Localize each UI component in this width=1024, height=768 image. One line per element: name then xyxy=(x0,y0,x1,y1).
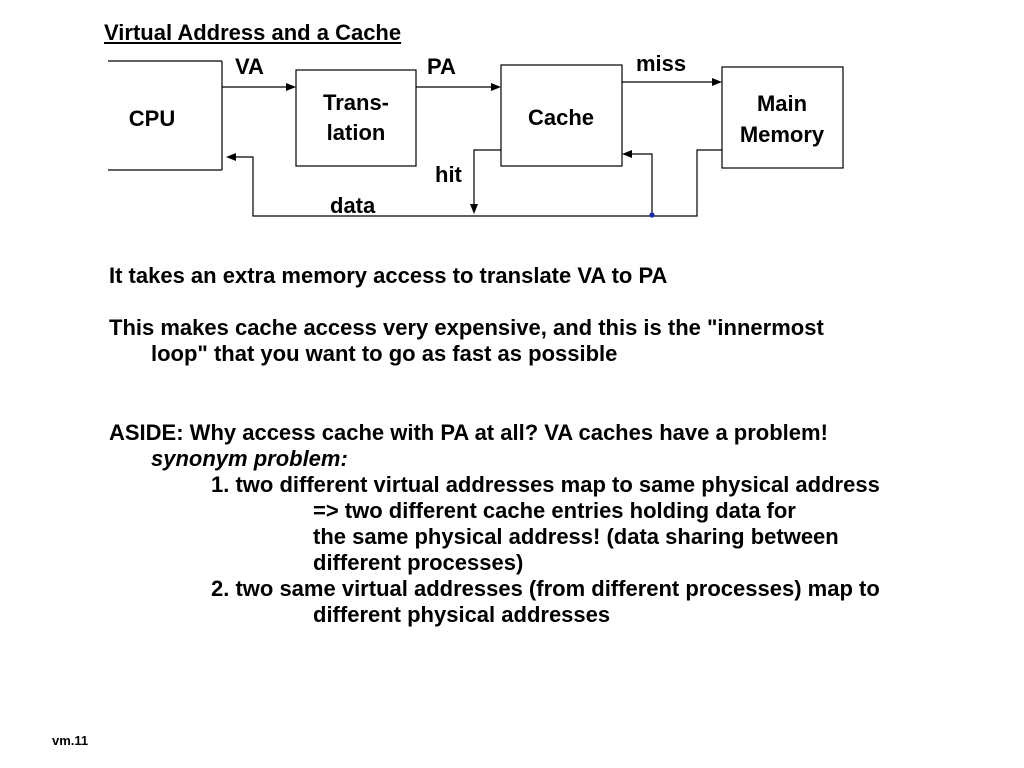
hit-label: hit xyxy=(435,162,463,187)
item1-line2: => two different cache entries holding d… xyxy=(313,498,796,523)
cpu-label: CPU xyxy=(129,106,175,131)
aside-heading: ASIDE: Why access cache with PA at all? … xyxy=(109,420,828,445)
translation-label-line2: lation xyxy=(327,120,386,145)
translation-label-line1: Trans- xyxy=(323,90,389,115)
main-memory-box: Main Memory xyxy=(721,66,844,169)
memory-label-line1: Main xyxy=(757,91,807,116)
cache-box: Cache xyxy=(500,64,623,167)
hit-arrow xyxy=(470,149,501,214)
synonym-problem-label: synonym problem: xyxy=(151,446,348,471)
slide-footer: vm.11 xyxy=(52,733,89,748)
para-extra-access: It takes an extra memory access to trans… xyxy=(109,263,668,288)
para-expensive-line2: loop" that you want to go as fast as pos… xyxy=(151,341,618,366)
item2-line1: 2. two same virtual addresses (from diff… xyxy=(211,576,880,601)
translation-box: Trans- lation xyxy=(295,69,417,167)
va-arrow xyxy=(222,83,296,91)
junction-dot xyxy=(649,212,655,218)
item2-line2: different physical addresses xyxy=(313,602,611,627)
memory-label-line2: Memory xyxy=(740,122,825,147)
miss-arrow xyxy=(622,78,722,86)
item1-line1: 1. two different virtual addresses map t… xyxy=(211,472,880,497)
data-label: data xyxy=(330,193,376,218)
miss-label: miss xyxy=(636,51,686,76)
item1-line4: different processes) xyxy=(313,550,524,575)
pa-label: PA xyxy=(427,54,456,79)
pa-arrow xyxy=(416,83,501,91)
item1-line3: the same physical address! (data sharing… xyxy=(313,524,839,549)
para-expensive-line1: This makes cache access very expensive, … xyxy=(109,315,824,340)
va-label: VA xyxy=(235,54,264,79)
cpu-box: CPU xyxy=(108,60,223,171)
cache-label: Cache xyxy=(528,105,594,130)
memory-return-path xyxy=(226,149,722,218)
slide-title: Virtual Address and a Cache xyxy=(104,20,402,45)
block-diagram: CPU Trans- lation Cache Main Memory VA xyxy=(108,51,844,218)
